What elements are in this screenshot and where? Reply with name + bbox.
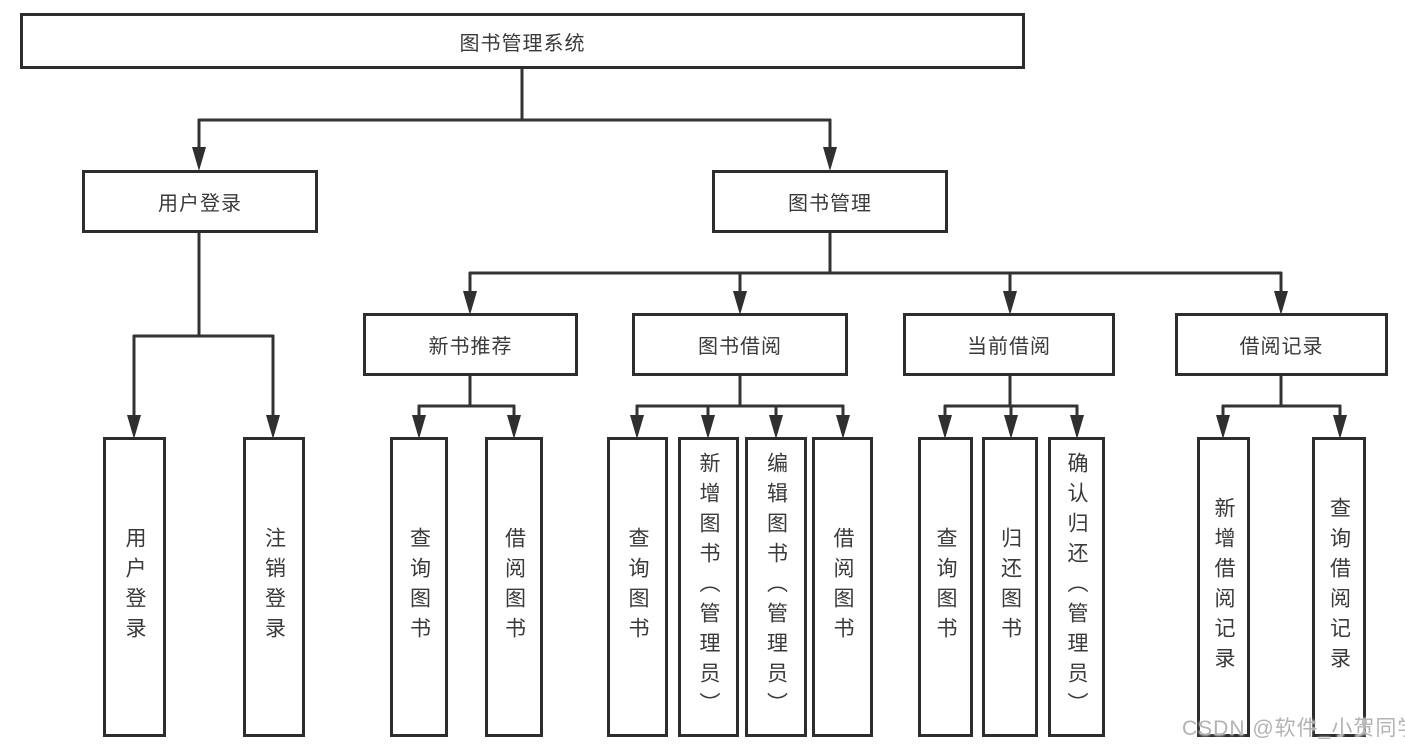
node-new-book-recommend-label: 新书推荐	[428, 336, 513, 358]
node-book-borrow-label: 图书借阅	[698, 336, 782, 358]
leaf-borrow-books-newbook-label: 借阅图书	[502, 527, 526, 647]
leaf-edit-books-admin: 编辑图书（管理员）	[745, 437, 807, 737]
leaf-borrow-books-newbook: 借阅图书	[485, 437, 543, 737]
leaf-add-borrow-record: 新增借阅记录	[1197, 437, 1250, 737]
node-book-management: 图书管理	[712, 170, 948, 233]
node-user-login-label: 用户登录	[158, 193, 242, 215]
leaf-borrow-books-borrow: 借阅图书	[812, 437, 873, 737]
leaf-add-books-admin-label: 新增图书（管理员）	[697, 452, 720, 722]
leaf-query-borrow-record: 查询借阅记录	[1312, 437, 1366, 737]
node-current-borrow: 当前借阅	[903, 313, 1115, 376]
arrowhead-icons	[127, 147, 1347, 439]
leaf-query-books-borrow: 查询图书	[607, 437, 668, 737]
leaf-confirm-return-admin: 确认归还（管理员）	[1048, 437, 1105, 737]
leaf-user-login: 用户登录	[103, 437, 166, 737]
leaf-borrow-books-borrow-label: 借阅图书	[831, 527, 854, 647]
node-current-borrow-label: 当前借阅	[967, 336, 1051, 358]
watermark: CSDN @软件_小贺同学	[1182, 717, 1405, 740]
node-library-system: 图书管理系统	[20, 13, 1025, 69]
leaf-return-books: 归还图书	[982, 437, 1038, 737]
leaf-return-books-label: 归还图书	[998, 527, 1022, 647]
node-book-management-label: 图书管理	[788, 193, 872, 215]
node-user-login: 用户登录	[82, 170, 318, 233]
node-library-system-label: 图书管理系统	[459, 32, 586, 55]
leaf-query-books-newbook-label: 查询图书	[407, 527, 431, 647]
leaf-logout-label: 注销登录	[262, 527, 286, 647]
node-borrow-records: 借阅记录	[1175, 313, 1388, 376]
leaf-query-books-newbook: 查询图书	[390, 437, 448, 737]
leaf-user-login-label: 用户登录	[123, 527, 146, 647]
leaf-edit-books-admin-label: 编辑图书（管理员）	[764, 452, 788, 722]
node-new-book-recommend: 新书推荐	[363, 313, 578, 376]
leaf-add-borrow-record-label: 新增借阅记录	[1212, 497, 1235, 677]
leaf-confirm-return-admin-label: 确认归还（管理员）	[1065, 452, 1088, 722]
leaf-query-borrow-record-label: 查询借阅记录	[1327, 497, 1351, 677]
node-borrow-records-label: 借阅记录	[1239, 336, 1324, 358]
leaf-logout: 注销登录	[243, 437, 305, 737]
leaf-query-books-current: 查询图书	[918, 437, 973, 737]
leaf-add-books-admin: 新增图书（管理员）	[678, 437, 739, 737]
leaf-query-books-borrow-label: 查询图书	[626, 527, 649, 647]
leaf-query-books-current-label: 查询图书	[934, 527, 957, 647]
node-book-borrow: 图书借阅	[632, 313, 848, 376]
